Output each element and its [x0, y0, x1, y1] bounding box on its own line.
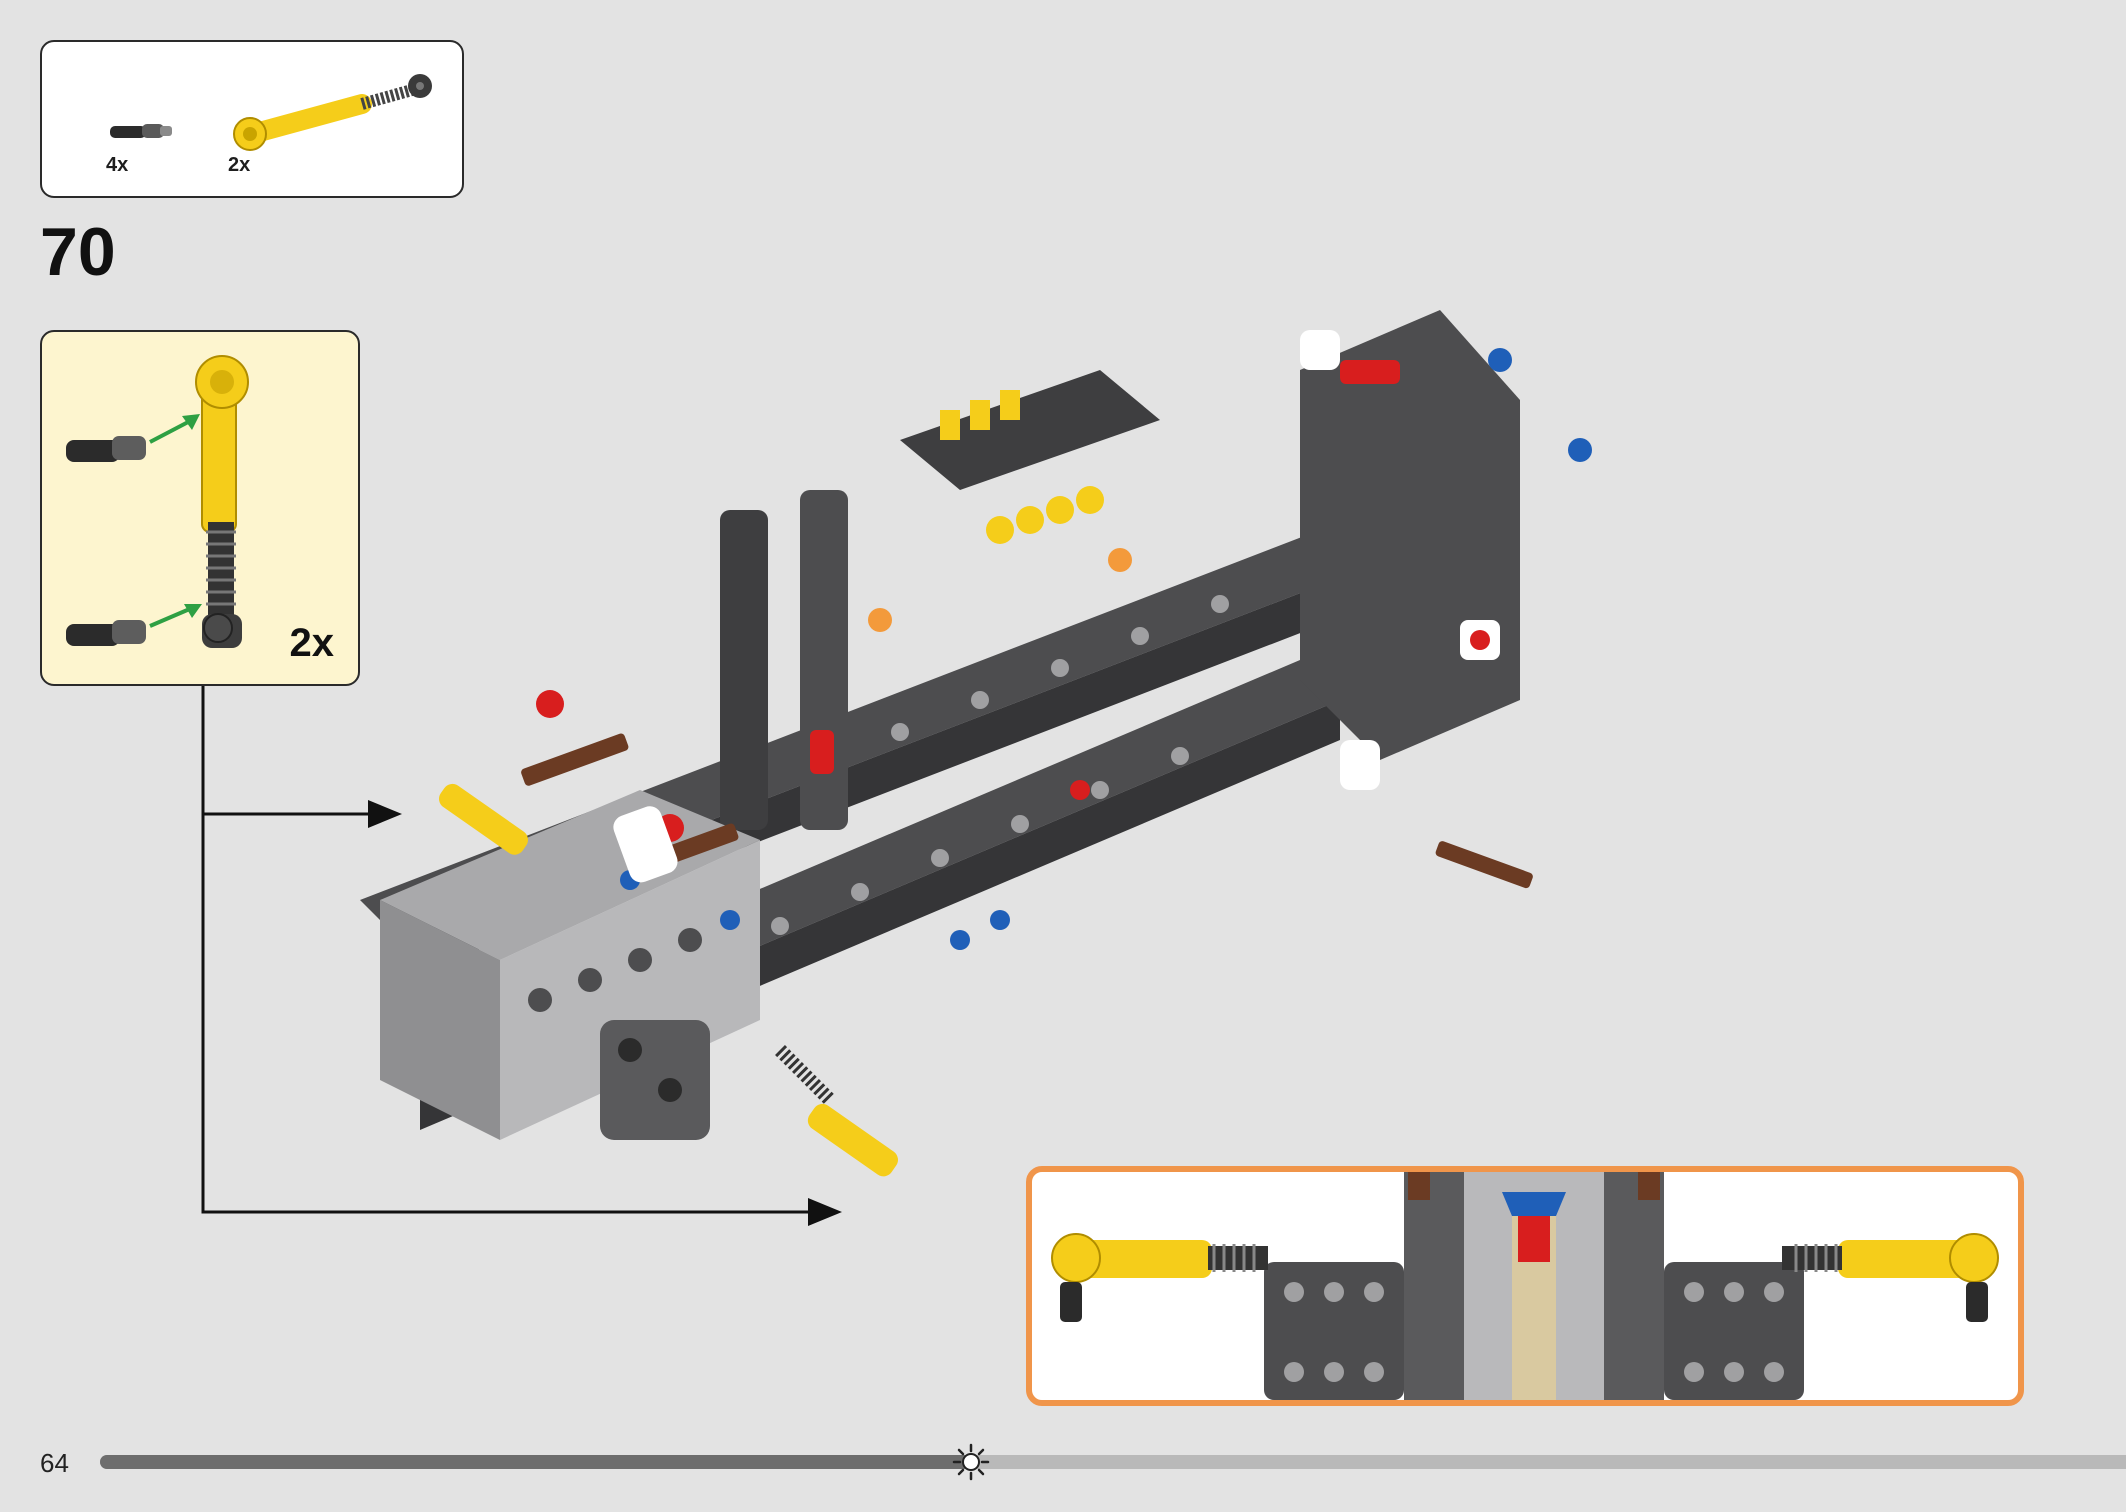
subassembly-multiplier: 2x	[289, 621, 335, 665]
blue-gear-icon	[1502, 1192, 1566, 1216]
main-model-illustration	[360, 310, 1592, 1177]
yellow-shock-arm	[807, 1103, 898, 1177]
step-number: 70	[40, 214, 116, 290]
gearbox	[600, 1020, 710, 1140]
parts-list-box: 4x 2x	[40, 40, 464, 198]
axle-pin-with-friction-icon	[110, 124, 172, 138]
upright-beam	[720, 510, 768, 830]
subassembly-diagram	[66, 355, 249, 648]
part-count-axle-pin: 4x	[106, 154, 129, 176]
arrow-head-icon	[368, 800, 402, 828]
progress-bar-fill	[100, 1455, 972, 1469]
sun-marker-icon	[952, 1443, 990, 1481]
axle-pin-icon	[66, 436, 146, 462]
green-arrow-icon	[149, 606, 193, 628]
page-number: 64	[40, 1448, 69, 1478]
engine-block	[900, 370, 1160, 490]
axle-pin-icon	[66, 620, 146, 646]
progress-bar	[100, 1443, 2126, 1481]
detail-view-diagram	[1051, 1172, 1999, 1400]
rear-frame	[1300, 310, 1520, 760]
yellow-shock-arm-left	[1072, 1240, 1212, 1278]
part-count-shock-arm: 2x	[228, 154, 251, 176]
detail-view-box	[1026, 1166, 2024, 1406]
green-arrow-icon	[149, 418, 193, 444]
yellow-shock-arm-right	[1838, 1240, 1978, 1278]
arrow-head-icon	[808, 1198, 842, 1226]
subassembly-callout: 2x	[40, 330, 360, 686]
yellow-shock-arm-installed	[439, 783, 528, 855]
upright-beam	[800, 490, 848, 830]
yellow-shock-absorber-arm-icon	[233, 74, 432, 151]
